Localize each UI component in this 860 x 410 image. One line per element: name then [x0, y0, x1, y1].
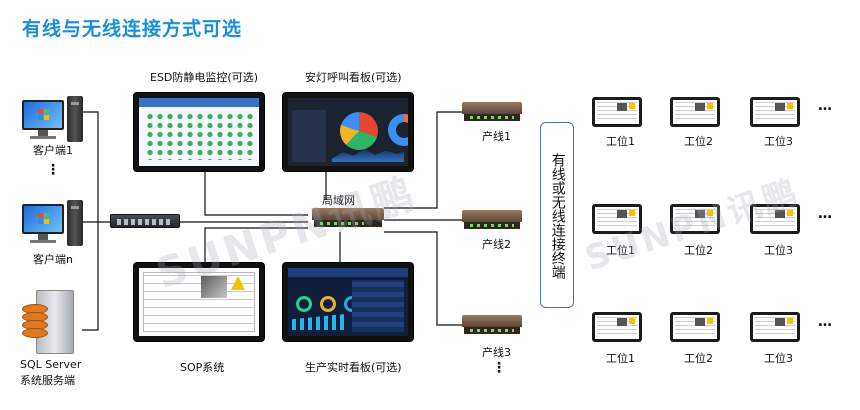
wire-esd: [204, 170, 308, 216]
station-dots: …: [818, 314, 833, 330]
network-switch-icon: [110, 214, 180, 228]
system-server-label: 系统服务端: [20, 374, 75, 387]
terminal-tablet-icon: [670, 312, 720, 342]
client-dots: ⋮: [46, 162, 61, 178]
line2-label: 产线2: [482, 238, 511, 251]
line1-label: 产线1: [482, 130, 511, 143]
station1-label: 工位1: [606, 135, 635, 148]
terminal-tablet-icon: [750, 204, 800, 234]
station1-label: 工位1: [606, 352, 635, 365]
client1-label: 客户端1: [33, 144, 73, 157]
production-board-screen: [282, 262, 414, 342]
esd-monitor-screen: [133, 92, 265, 172]
terminal-tablet-icon: [592, 204, 642, 234]
terminal-tablet-icon: [592, 97, 642, 127]
desktop-computer-icon: [22, 96, 84, 144]
station-dots: …: [818, 206, 833, 222]
station2-label: 工位2: [684, 352, 713, 365]
terminal-tablet-icon: [592, 312, 642, 342]
server-database-icon: [22, 286, 74, 356]
router-icon: [462, 315, 522, 335]
wire-line1: [384, 111, 462, 209]
terminal-label: 有线或无线连接终端: [549, 153, 566, 279]
production-label: 生产实时看板(可选): [305, 361, 402, 374]
terminal-tablet-icon: [670, 97, 720, 127]
station1-label: 工位1: [606, 244, 635, 257]
terminal-tablet-icon: [750, 97, 800, 127]
line3-label: 产线3: [482, 346, 511, 359]
clientn-label: 客户端n: [33, 253, 73, 266]
esd-label: ESD防静电监控(可选): [150, 71, 258, 84]
lan-label: 局域网: [322, 194, 355, 207]
station2-label: 工位2: [684, 244, 713, 257]
sql-server-label: SQL Server: [20, 358, 82, 371]
wire-line3: [384, 231, 462, 326]
andon-board-screen: [282, 92, 414, 172]
page-title: 有线与无线连接方式可选: [22, 18, 243, 40]
sop-screen: [133, 262, 265, 342]
wire-client1: [82, 111, 99, 331]
sop-label: SOP系统: [180, 361, 225, 374]
terminal-connection-box: [540, 122, 574, 308]
router-icon: [462, 102, 522, 122]
andon-label: 安灯呼叫看板(可选): [305, 71, 402, 84]
desktop-computer-icon: [22, 200, 84, 248]
line-dots: ⋮: [492, 360, 507, 376]
terminal-tablet-icon: [670, 204, 720, 234]
station3-label: 工位3: [764, 244, 793, 257]
router-icon: [312, 208, 384, 228]
router-icon: [462, 210, 522, 230]
station3-label: 工位3: [764, 135, 793, 148]
station2-label: 工位2: [684, 135, 713, 148]
station-dots: …: [818, 98, 833, 114]
terminal-tablet-icon: [750, 312, 800, 342]
wire-sop: [204, 227, 308, 262]
station3-label: 工位3: [764, 352, 793, 365]
